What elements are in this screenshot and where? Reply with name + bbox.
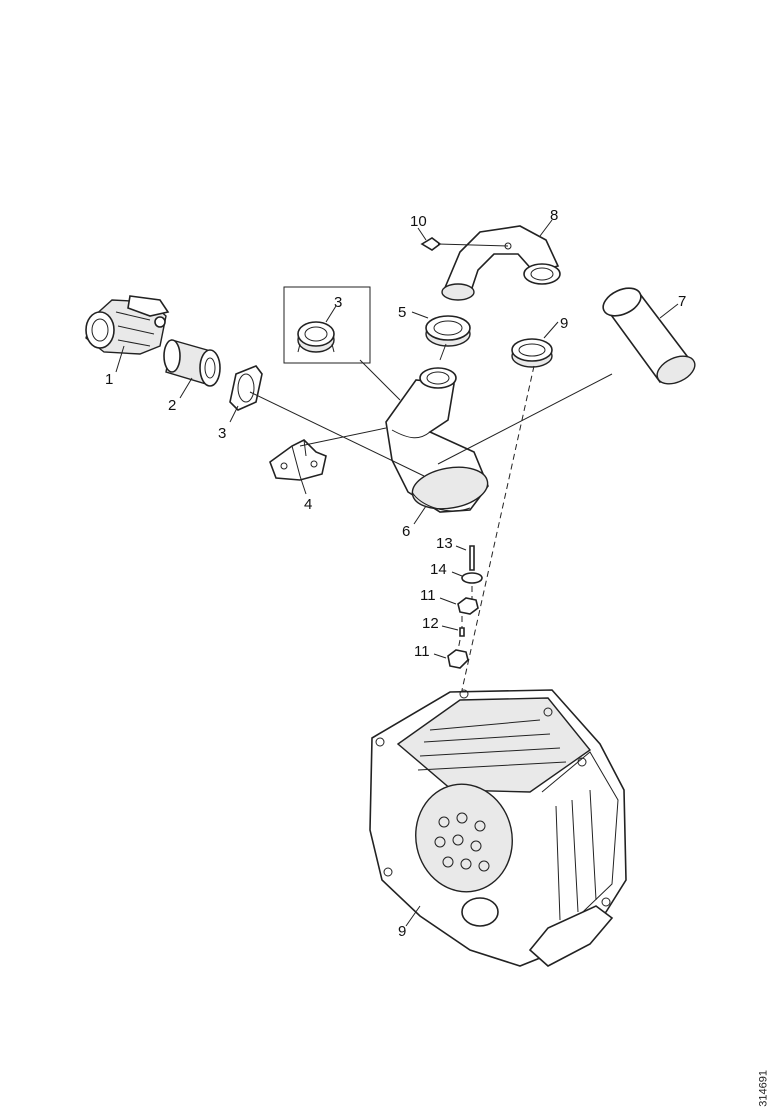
callout-4: 4 <box>304 496 312 513</box>
callout-5: 5 <box>398 304 406 321</box>
fastener-stack <box>447 545 483 669</box>
callout-3: 3 <box>218 425 226 442</box>
callout-3-detail: 3 <box>334 294 342 311</box>
part-6-elbow-pipe <box>385 367 489 513</box>
alignment-lines <box>115 219 679 927</box>
part-12-spacer <box>459 627 465 637</box>
part-11-nut-lower <box>447 649 469 669</box>
document-id: 314691 <box>758 1070 770 1107</box>
callout-14: 14 <box>430 561 447 578</box>
part-8-bent-hose <box>441 225 561 301</box>
part-7-tube <box>602 287 696 385</box>
part-3-gasket <box>229 365 263 411</box>
callout-10: 10 <box>410 213 427 230</box>
callout-7: 7 <box>678 293 686 310</box>
callout-12: 12 <box>422 615 439 632</box>
part-9-clamp <box>511 338 553 368</box>
part-1-intake-body <box>85 295 170 355</box>
callouts: 1 2 3 3 4 5 6 7 8 9 9 10 11 11 12 13 14 <box>105 207 686 940</box>
part-14-washer <box>461 572 483 584</box>
part-2-sleeve <box>163 339 221 387</box>
part-5-clamp <box>425 315 471 347</box>
part-13-bolt <box>469 545 475 571</box>
callout-13: 13 <box>436 535 453 552</box>
callout-9-silencer: 9 <box>398 923 406 940</box>
part-3-clamp-detail-box <box>283 286 371 364</box>
part-4-bracket <box>269 439 327 481</box>
callout-8: 8 <box>550 207 558 224</box>
part-11-nut-upper <box>457 597 479 615</box>
part-10-screw <box>420 237 442 251</box>
callout-9-clamp: 9 <box>560 315 568 332</box>
callout-2: 2 <box>168 397 176 414</box>
callout-1: 1 <box>105 371 113 388</box>
callout-6: 6 <box>402 523 410 540</box>
callout-11-lower: 11 <box>414 643 430 660</box>
callout-11-upper: 11 <box>420 587 436 604</box>
part-9-silencer-box <box>369 689 627 967</box>
